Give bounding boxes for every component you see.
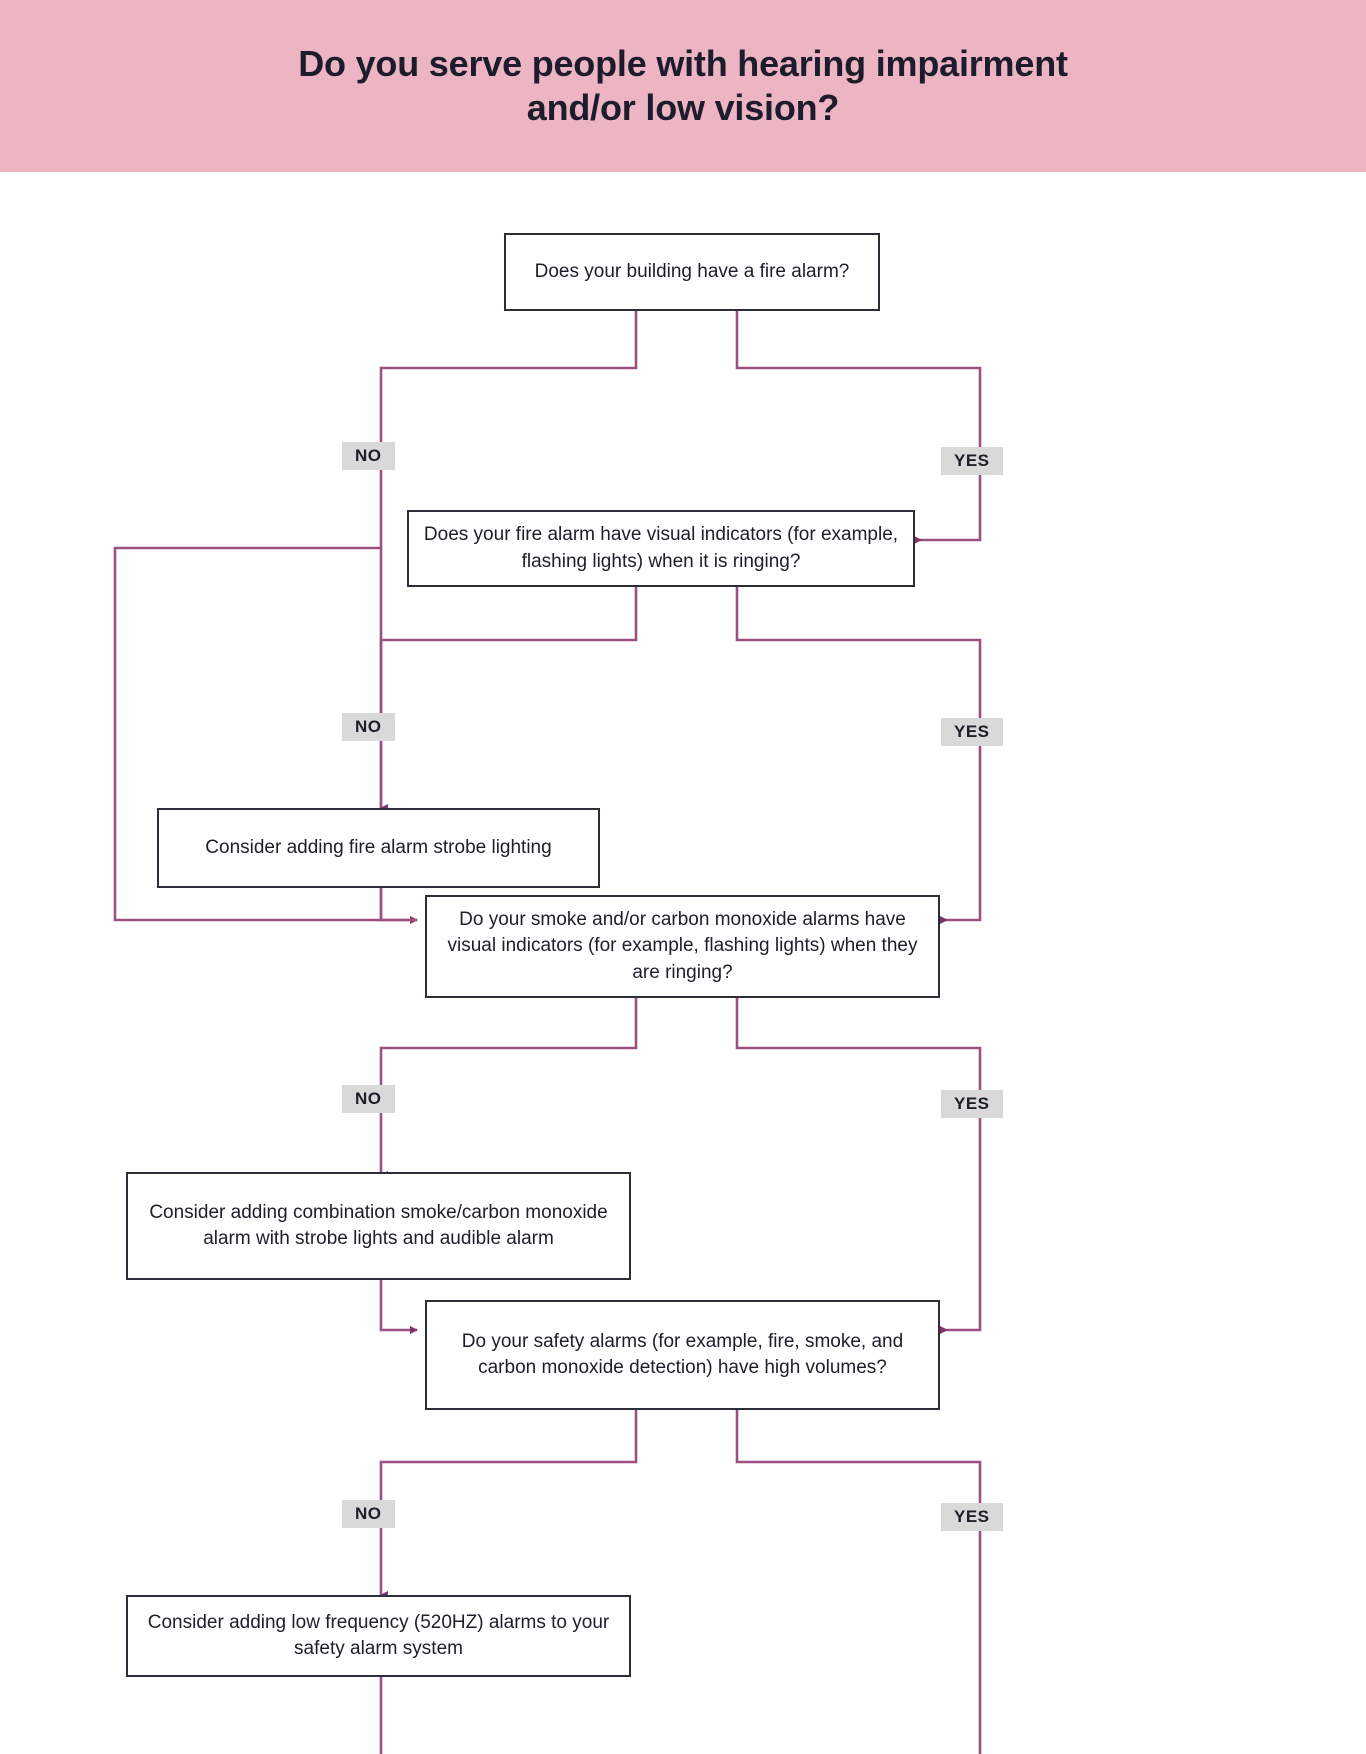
edge-label-text: YES — [954, 1094, 990, 1113]
edge-label-q3-no: NO — [342, 1085, 395, 1113]
node-label: Consider adding low frequency (520HZ) al… — [147, 1611, 610, 1659]
header-banner: Do you serve people with hearing impairm… — [0, 0, 1366, 172]
node-question-fire-alarm[interactable]: Does your building have a fire alarm? — [504, 233, 880, 311]
edge-label-q1-yes: YES — [941, 447, 1003, 475]
node-label: Do your smoke and/or carbon monoxide ala… — [447, 909, 918, 983]
edge-label-q3-yes: YES — [941, 1090, 1003, 1118]
page-title: Do you serve people with hearing impairm… — [298, 43, 1068, 128]
edge-label-q2-no: NO — [342, 713, 395, 741]
edge-label-text: NO — [355, 1089, 382, 1108]
edge-label-q2-yes: YES — [941, 718, 1003, 746]
node-question-smoke-co-visual-indicators[interactable]: Do your smoke and/or carbon monoxide ala… — [425, 895, 940, 998]
node-action-low-frequency-alarms[interactable]: Consider adding low frequency (520HZ) al… — [126, 1595, 631, 1677]
node-label: Does your fire alarm have visual indicat… — [423, 524, 899, 572]
node-question-safety-alarms-high-volume[interactable]: Do your safety alarms (for example, fire… — [425, 1300, 940, 1410]
edge-label-text: YES — [954, 451, 990, 470]
edge-label-q4-yes: YES — [941, 1503, 1003, 1531]
edge-label-text: YES — [954, 1507, 990, 1526]
node-label: Consider adding combination smoke/carbon… — [149, 1201, 608, 1249]
node-action-fire-alarm-strobe-lighting[interactable]: Consider adding fire alarm strobe lighti… — [157, 808, 600, 888]
edge-label-q1-no: NO — [342, 442, 395, 470]
node-question-fire-alarm-visual-indicators[interactable]: Does your fire alarm have visual indicat… — [407, 510, 915, 587]
node-label: Consider adding fire alarm strobe lighti… — [205, 836, 552, 858]
edge-label-text: YES — [954, 722, 990, 741]
node-label: Do your safety alarms (for example, fire… — [461, 1330, 904, 1378]
node-label: Does your building have a fire alarm? — [534, 260, 850, 282]
edge-label-text: NO — [355, 446, 382, 465]
edge-label-text: NO — [355, 1504, 382, 1523]
edge-label-text: NO — [355, 717, 382, 736]
node-action-combination-smoke-co-alarm[interactable]: Consider adding combination smoke/carbon… — [126, 1172, 631, 1280]
edge-label-q4-no: NO — [342, 1500, 395, 1528]
